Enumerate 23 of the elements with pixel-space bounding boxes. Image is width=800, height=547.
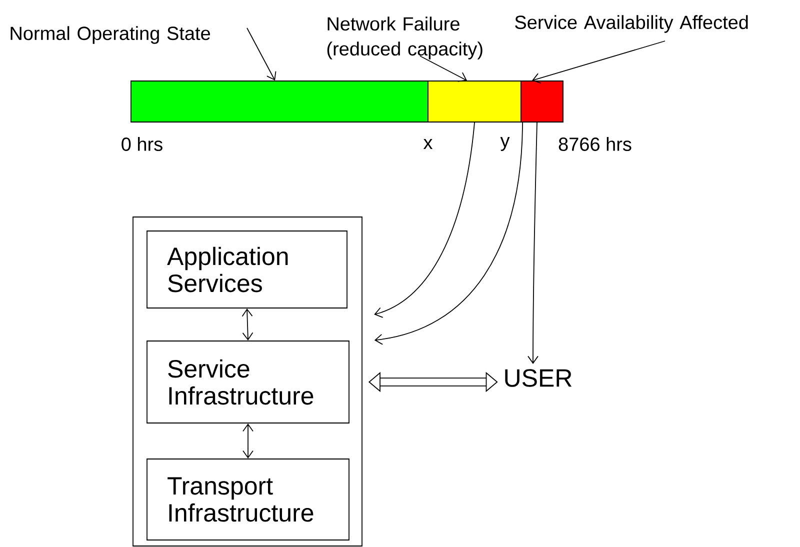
timeline-segment bbox=[520, 80, 564, 122]
user-label: USER bbox=[505, 369, 572, 387]
timeline-segment bbox=[428, 80, 522, 122]
state-label: Service Availability Affected bbox=[515, 15, 748, 33]
state-label: Network Failure (reduced capacity) bbox=[327, 16, 482, 60]
layer-stack-frame bbox=[132, 216, 362, 546]
layer-box: Service Infrastructure bbox=[146, 340, 350, 424]
arrow bbox=[242, 308, 254, 341]
arrow bbox=[528, 122, 538, 364]
arrow bbox=[374, 122, 523, 345]
axis-label: 8766 hrs bbox=[558, 137, 632, 151]
arrow bbox=[242, 423, 254, 459]
axis-label: 0 hrs bbox=[122, 137, 162, 151]
timeline-segment bbox=[130, 80, 428, 122]
arrow bbox=[246, 28, 276, 81]
axis-label: y bbox=[500, 137, 510, 151]
arrow bbox=[374, 122, 475, 318]
axis-label: x bbox=[423, 138, 433, 150]
layer-box: Transport Infrastructure bbox=[146, 458, 350, 540]
arrow bbox=[532, 40, 666, 84]
arrow bbox=[420, 56, 467, 82]
state-label: Normal Operating State bbox=[10, 26, 210, 44]
layer-box: Application Services bbox=[146, 230, 348, 308]
